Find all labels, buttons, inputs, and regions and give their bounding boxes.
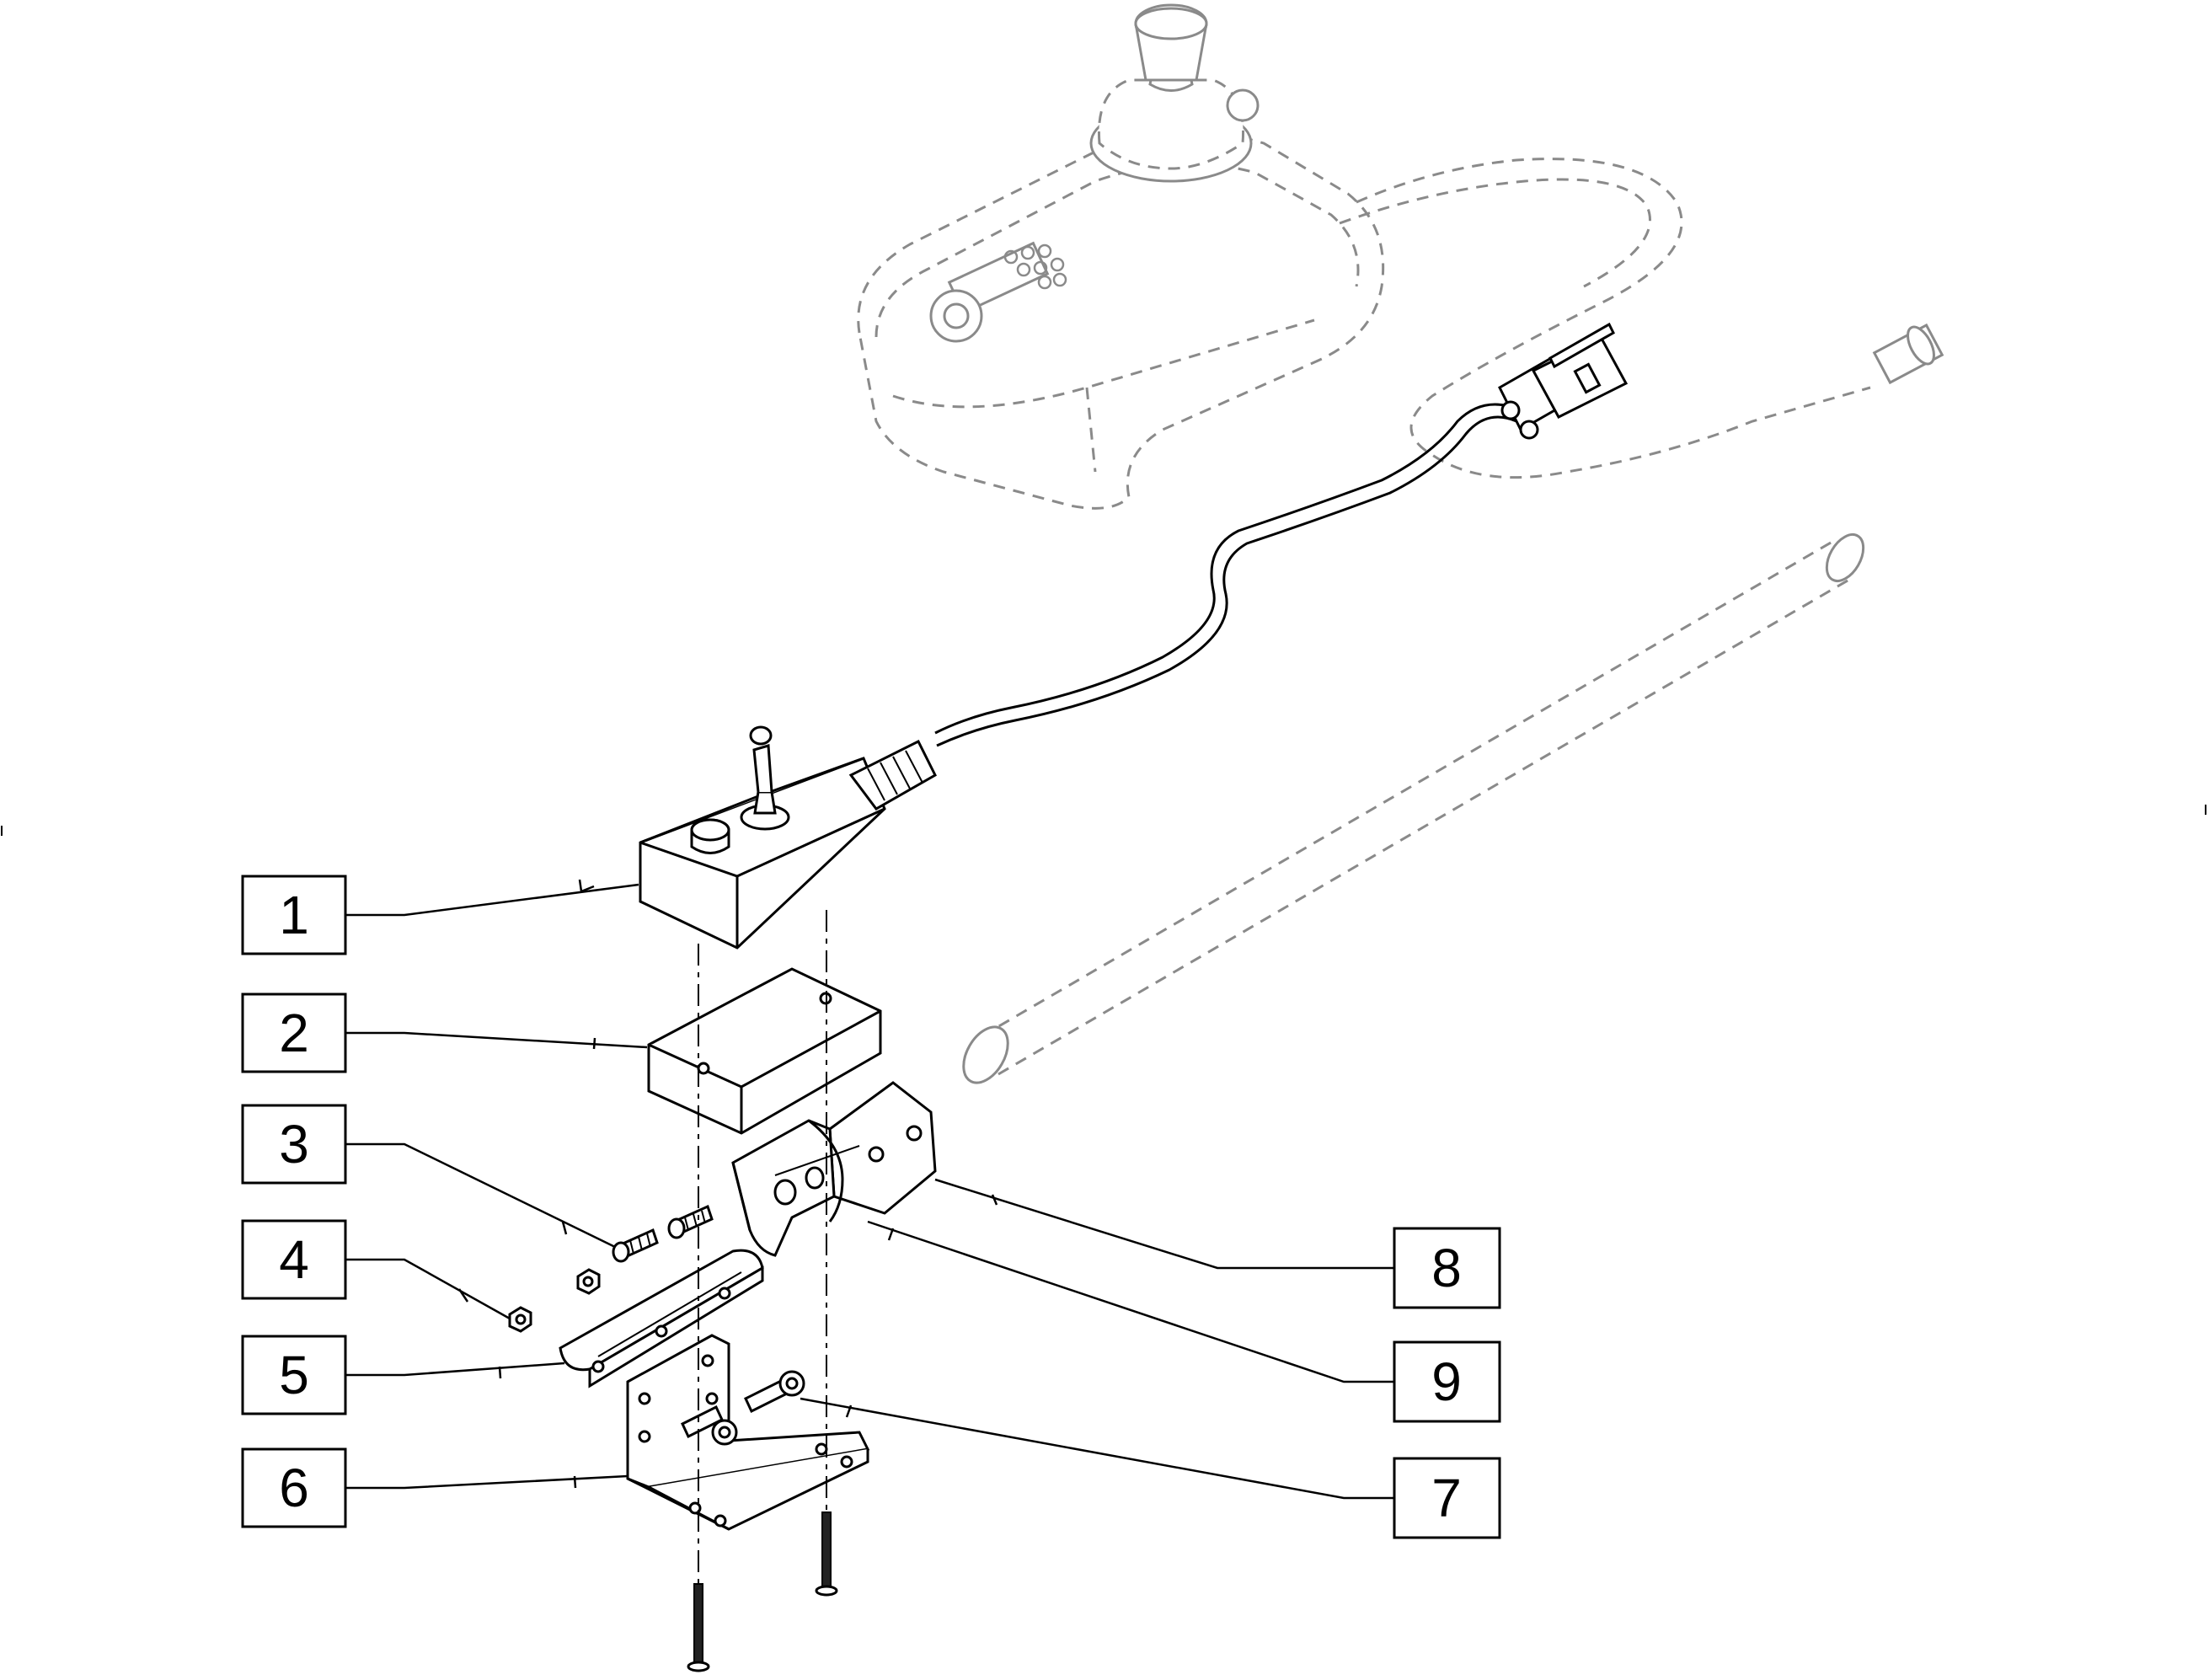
callout-label: 5 [279, 1345, 309, 1405]
part-5-hinge-bar [559, 1249, 764, 1388]
callout-label: 4 [279, 1229, 309, 1290]
controller-cable [934, 403, 1517, 747]
part-1-control-box [639, 725, 937, 950]
callout-label: 2 [279, 1003, 309, 1063]
edge-ticks [1, 805, 2206, 836]
ghost-mounting-tube [962, 533, 1865, 1084]
callout-label: 6 [279, 1458, 309, 1518]
part-2-pad [647, 967, 882, 1135]
part-4-nuts [508, 1268, 601, 1333]
ghost-joystick-controller [857, 3, 1944, 510]
mounting-screws [687, 1511, 838, 1672]
callout-9: 9 [1393, 1340, 1501, 1423]
db9-connector [1498, 322, 1629, 440]
part-3-set-screws [612, 1204, 714, 1263]
callout-label: 9 [1431, 1351, 1462, 1412]
callout-label: 3 [279, 1114, 309, 1174]
callout-1: 1 [241, 875, 347, 955]
callout-label: 7 [1431, 1468, 1462, 1528]
leader-lines [345, 879, 1394, 1500]
callout-2: 2 [241, 992, 347, 1073]
assembly-axes [698, 910, 827, 1584]
callout-6: 6 [241, 1447, 347, 1528]
callout-3: 3 [241, 1104, 347, 1185]
callout-7: 7 [1393, 1457, 1501, 1539]
callout-8: 8 [1393, 1227, 1501, 1309]
callout-label: 1 [279, 885, 309, 945]
part-6-bracket [626, 1334, 870, 1531]
callout-4: 4 [241, 1219, 347, 1300]
callout-label: 8 [1431, 1238, 1462, 1298]
part-7-bolts [681, 1370, 805, 1446]
part-8-9-tube-clamp [731, 1081, 937, 1257]
callout-5: 5 [241, 1335, 347, 1415]
